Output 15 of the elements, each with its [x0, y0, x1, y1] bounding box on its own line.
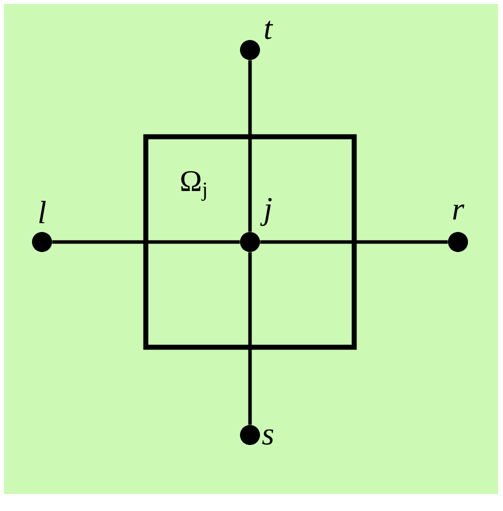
line [260, 240, 448, 244]
line [248, 60, 252, 232]
point-label: l [39, 200, 46, 224]
point-dot [240, 425, 260, 445]
point-dot [448, 232, 468, 252]
region-label: Ω$_{j}$ [181, 171, 206, 201]
point-dot [32, 232, 52, 252]
point-label: t [264, 20, 274, 40]
point-dot [240, 232, 260, 252]
point-dot [240, 40, 260, 60]
line [248, 252, 252, 425]
point-label: j [260, 198, 272, 226]
point-label: r [453, 204, 464, 220]
point-label: s [262, 429, 274, 445]
line [52, 240, 240, 244]
